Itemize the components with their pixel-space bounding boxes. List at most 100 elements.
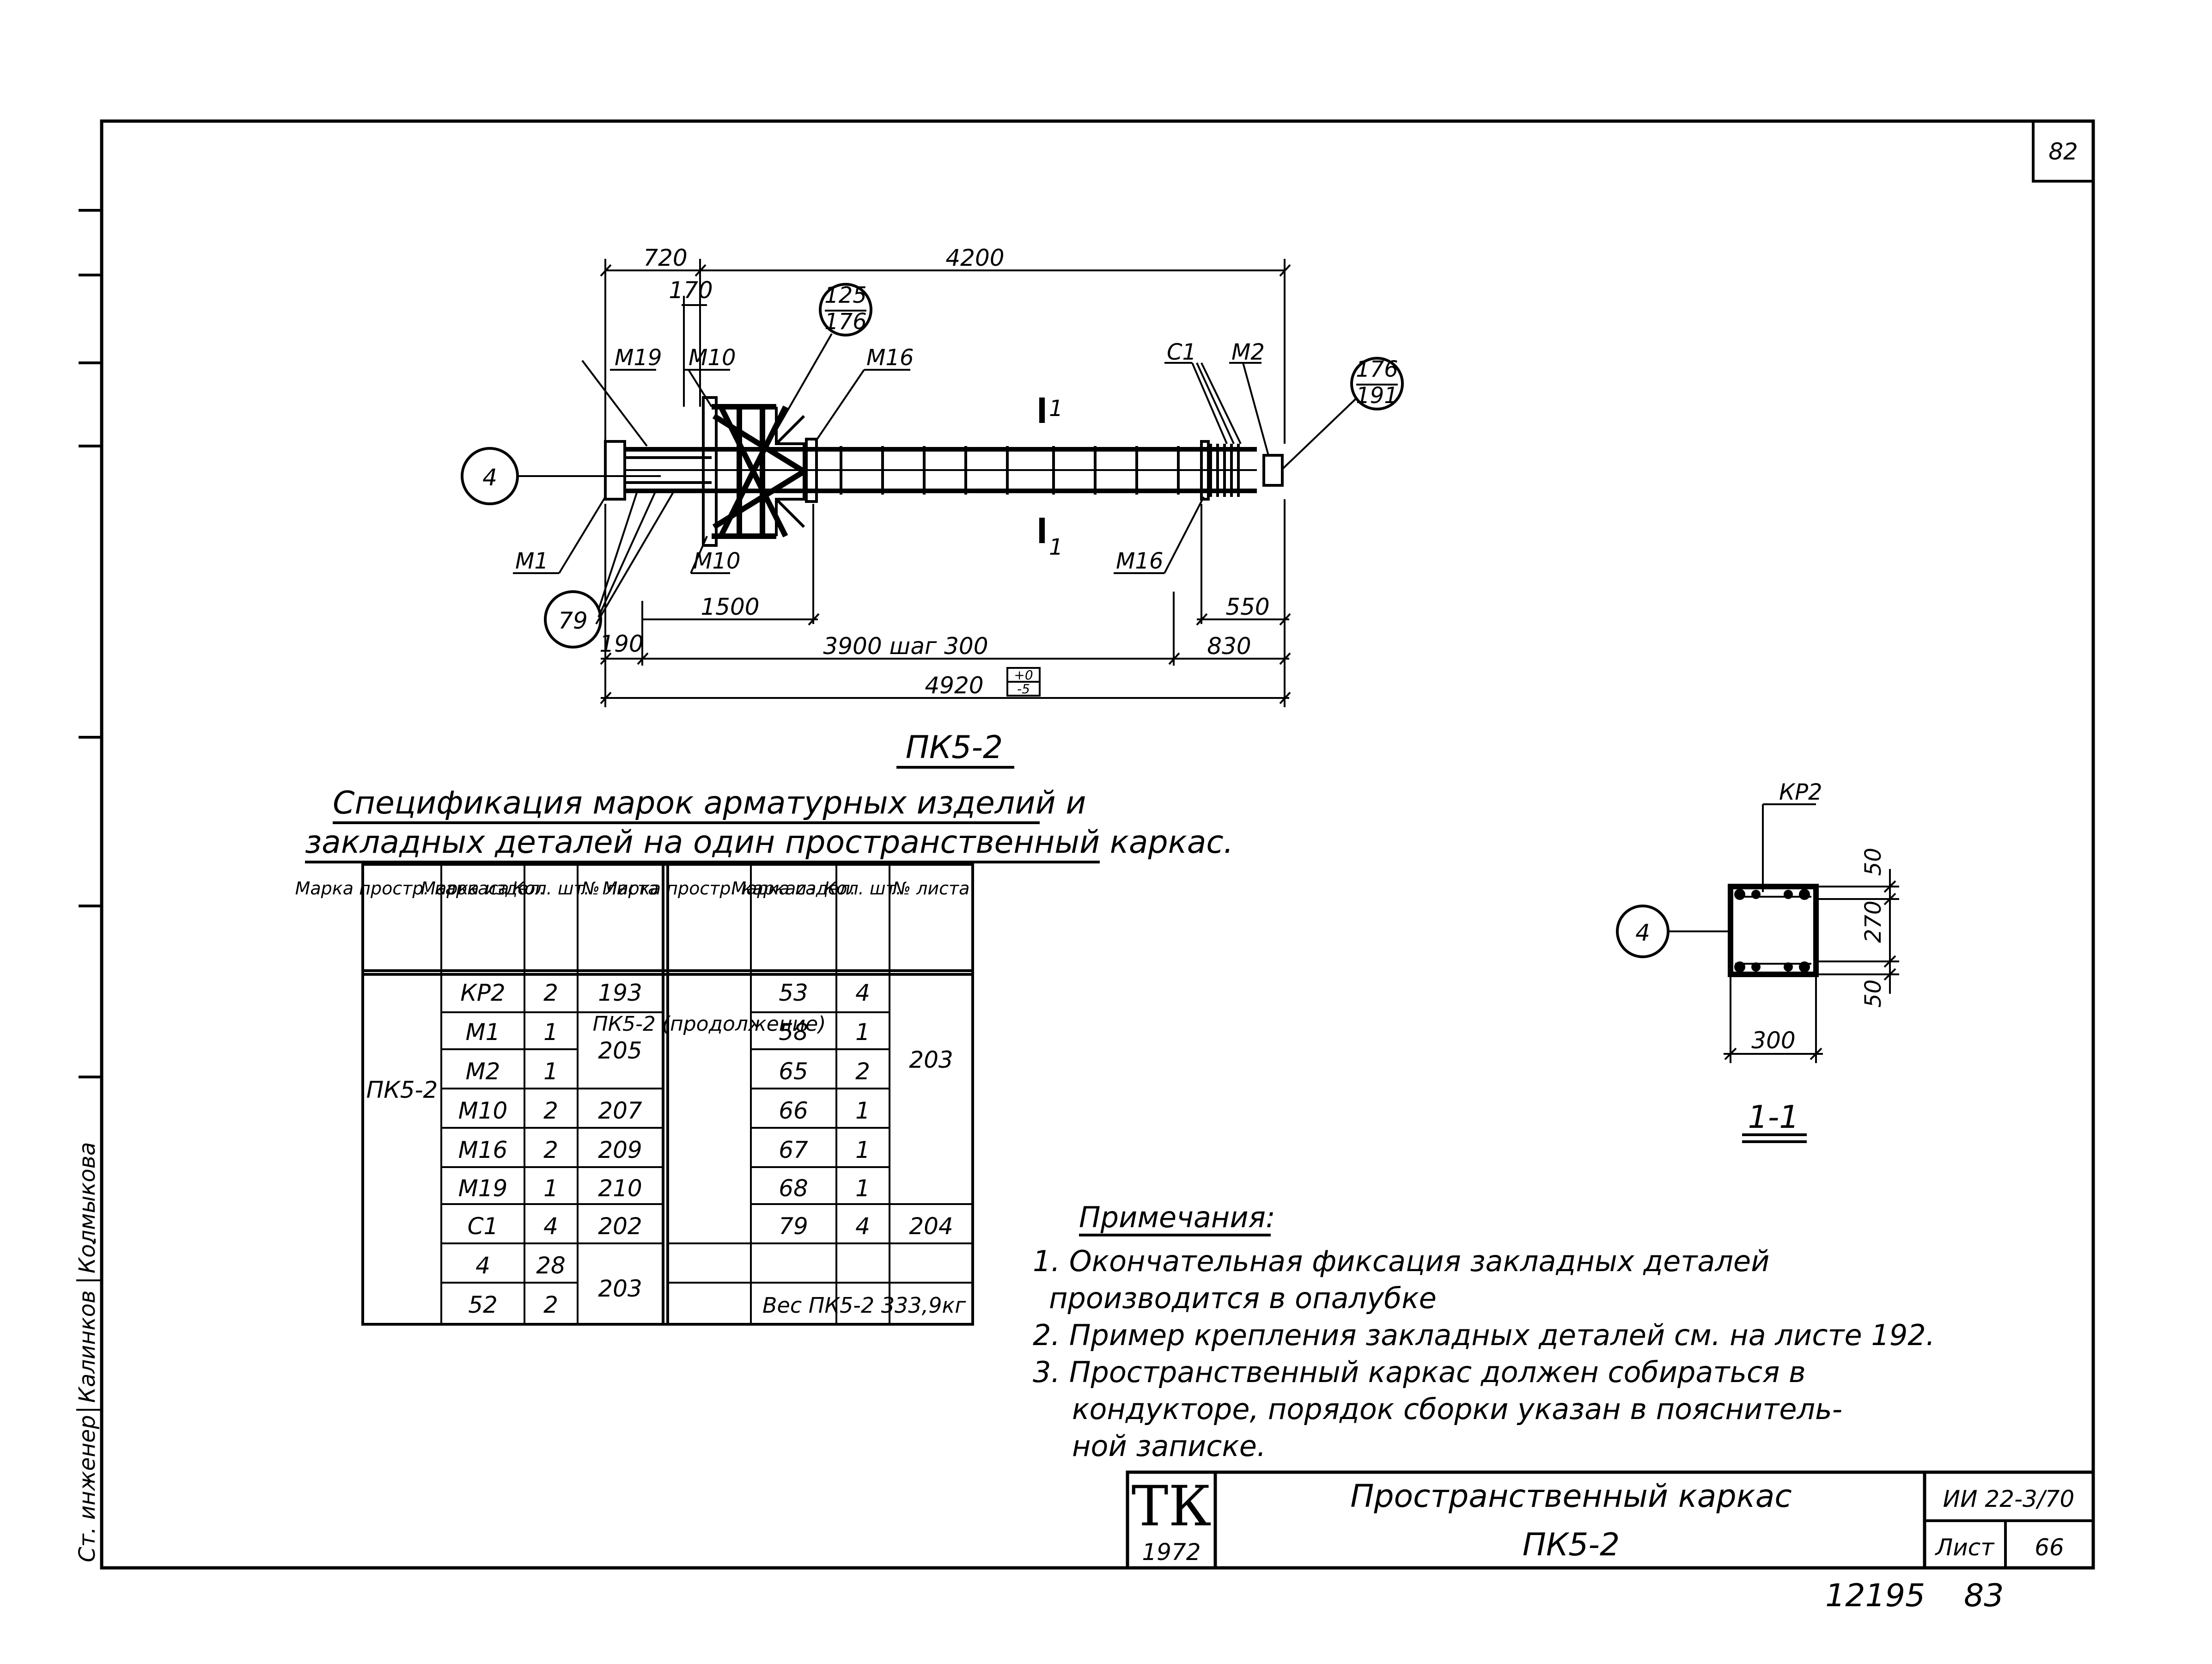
spec-hdr-mark: Марка издел. bbox=[420, 878, 545, 899]
table-cell: М1 bbox=[466, 1019, 500, 1046]
title-code: ИИ 22-3/70 bbox=[1943, 1486, 2075, 1512]
section-dim-300: 300 bbox=[1751, 1027, 1795, 1054]
section-dim-270: 270 bbox=[1860, 900, 1886, 943]
table-cell: 207 bbox=[598, 1097, 642, 1124]
tolerance-minus: -5 bbox=[1017, 681, 1030, 697]
table-cell: 205 bbox=[598, 1037, 642, 1064]
label-m10-bottom: М10 bbox=[693, 548, 741, 574]
margin-ticks bbox=[79, 209, 102, 1243]
table-cell: 210 bbox=[598, 1175, 642, 1202]
note-line-6: ной записке. bbox=[1072, 1429, 1266, 1463]
spec-left-frame: ПК5-2 bbox=[366, 1077, 438, 1103]
stirrups bbox=[840, 446, 1180, 495]
spec-hdr-sheet-2: № листа bbox=[892, 878, 970, 899]
table-cell: 204 bbox=[909, 1213, 953, 1240]
table-cell: 2 bbox=[543, 979, 558, 1006]
footer-left-number: 12195 bbox=[1825, 1578, 1925, 1614]
label-m10-top: М10 bbox=[689, 345, 736, 371]
dim-4920: 4920 bbox=[925, 672, 983, 699]
table-cell: 4 bbox=[475, 1252, 490, 1279]
side-stamp: Ст. инженер Калинков Колмыкова bbox=[74, 1142, 102, 1562]
table-cell: 65 bbox=[779, 1058, 808, 1085]
dim-190: 190 bbox=[599, 630, 643, 657]
spec-right-frame: ПК5-2 (продолжение) bbox=[593, 1012, 826, 1036]
section-bars bbox=[1734, 889, 1810, 973]
cut-label-top: 1 bbox=[1049, 396, 1063, 422]
section-caption: 1-1 bbox=[1748, 1099, 1799, 1136]
table-cell: 67 bbox=[779, 1137, 808, 1163]
spec-hdr-qty-2: Кол. шт. bbox=[824, 878, 902, 899]
callout-176-right: 176 bbox=[1356, 356, 1398, 382]
dim-4200: 4200 bbox=[945, 245, 1004, 271]
table-cell: 66 bbox=[779, 1097, 808, 1124]
label-m1: М1 bbox=[515, 548, 548, 574]
table-cell: 4 bbox=[855, 979, 870, 1006]
page-number: 82 bbox=[2048, 138, 2078, 165]
table-cell: 79 bbox=[779, 1213, 808, 1240]
title-line1: Пространственный каркас bbox=[1350, 1478, 1792, 1515]
callout-176: 176 bbox=[824, 309, 867, 335]
label-m2: М2 bbox=[1231, 339, 1265, 365]
footer-right-number: 83 bbox=[1964, 1578, 2004, 1614]
table-cell: 1 bbox=[855, 1019, 870, 1046]
table-cell: 2 bbox=[543, 1097, 558, 1124]
spec-title-line2: закладных деталей на один пространственн… bbox=[305, 824, 1233, 861]
table-cell: 4 bbox=[543, 1213, 558, 1240]
notes-title: Примечания: bbox=[1079, 1200, 1275, 1234]
table-cell: 68 bbox=[779, 1175, 808, 1202]
dim-170: 170 bbox=[669, 277, 713, 304]
label-m16-top: М16 bbox=[866, 345, 914, 371]
title-block: ТК 1972 Пространственный каркас ПК5-2 ИИ… bbox=[1126, 1470, 2095, 1570]
title-sheet-number: 66 bbox=[2035, 1534, 2064, 1561]
dim-550: 550 bbox=[1225, 593, 1269, 620]
right-end-details bbox=[1200, 440, 1284, 501]
plate-m1 bbox=[604, 440, 626, 501]
table-cell: 1 bbox=[855, 1175, 870, 1202]
table-cell: 1 bbox=[855, 1097, 870, 1124]
note-line-1: 1. Окончательная фиксация закладных дета… bbox=[1033, 1244, 1769, 1278]
table-cell: 53 bbox=[779, 979, 808, 1006]
table-cell: С1 bbox=[468, 1213, 499, 1240]
side-stamp-name1: Калинков bbox=[74, 1291, 100, 1403]
table-cell: 1 bbox=[543, 1019, 558, 1046]
table-cell: 1 bbox=[543, 1058, 558, 1085]
table-cell: 28 bbox=[536, 1252, 566, 1279]
sheet-border bbox=[100, 119, 2095, 1570]
cut-label-bottom: 1 bbox=[1049, 534, 1063, 560]
drawing-caption: ПК5-2 bbox=[906, 729, 1003, 766]
section-1-1: КР2 4 50 270 50 300 1-1 bbox=[1616, 779, 1899, 1143]
tolerance-plus: +0 bbox=[1014, 667, 1033, 683]
table-cell: 2 bbox=[855, 1058, 870, 1085]
spec-weight: Вес ПК5-2 333,9кг bbox=[762, 1293, 966, 1318]
table-cell: 1 bbox=[543, 1175, 558, 1202]
dim-3900: 3900 шаг 300 bbox=[823, 633, 988, 660]
dim-830: 830 bbox=[1207, 633, 1251, 660]
spec-hdr-frame: Марка простр. каркаса bbox=[295, 878, 509, 899]
label-m19: М19 bbox=[615, 345, 662, 371]
table-cell: М19 bbox=[458, 1175, 508, 1202]
side-stamp-role: Ст. инженер bbox=[74, 1415, 100, 1562]
note-line-4: 3. Пространственный каркас должен собира… bbox=[1033, 1355, 1806, 1389]
spec-title-line1: Спецификация марок арматурных изделий и bbox=[333, 785, 1086, 821]
title-sheet-label: Лист bbox=[1935, 1534, 1995, 1561]
table-cell: КР2 bbox=[460, 979, 505, 1006]
notes: Примечания: 1. Окончательная фиксация за… bbox=[1033, 1200, 1935, 1463]
spec-right-rows: 53 4 58 1 65 2 66 1 67 1 68 1 203 79 4 2… bbox=[762, 979, 966, 1318]
section-dim-50-bottom: 50 bbox=[1860, 979, 1886, 1008]
note-line-5: кондукторе, порядок сборки указан в пояс… bbox=[1072, 1392, 1842, 1426]
table-cell: 52 bbox=[468, 1291, 498, 1318]
label-c1: С1 bbox=[1167, 339, 1196, 365]
dim-1500: 1500 bbox=[701, 593, 759, 620]
table-cell: 202 bbox=[598, 1213, 642, 1240]
section-kp-label: КР2 bbox=[1779, 779, 1822, 805]
spec-hdr-frame-2: Марка простр. каркаса bbox=[603, 878, 817, 899]
cage-elevation: 720 4200 170 1 bbox=[461, 245, 1404, 769]
dim-720: 720 bbox=[643, 245, 687, 271]
title-org: ТК bbox=[1132, 1474, 1212, 1539]
table-cell: 4 bbox=[855, 1213, 870, 1240]
title-line2: ПК5-2 bbox=[1523, 1527, 1620, 1563]
table-cell: М16 bbox=[458, 1137, 508, 1163]
page-number-box: 82 bbox=[2032, 120, 2095, 183]
